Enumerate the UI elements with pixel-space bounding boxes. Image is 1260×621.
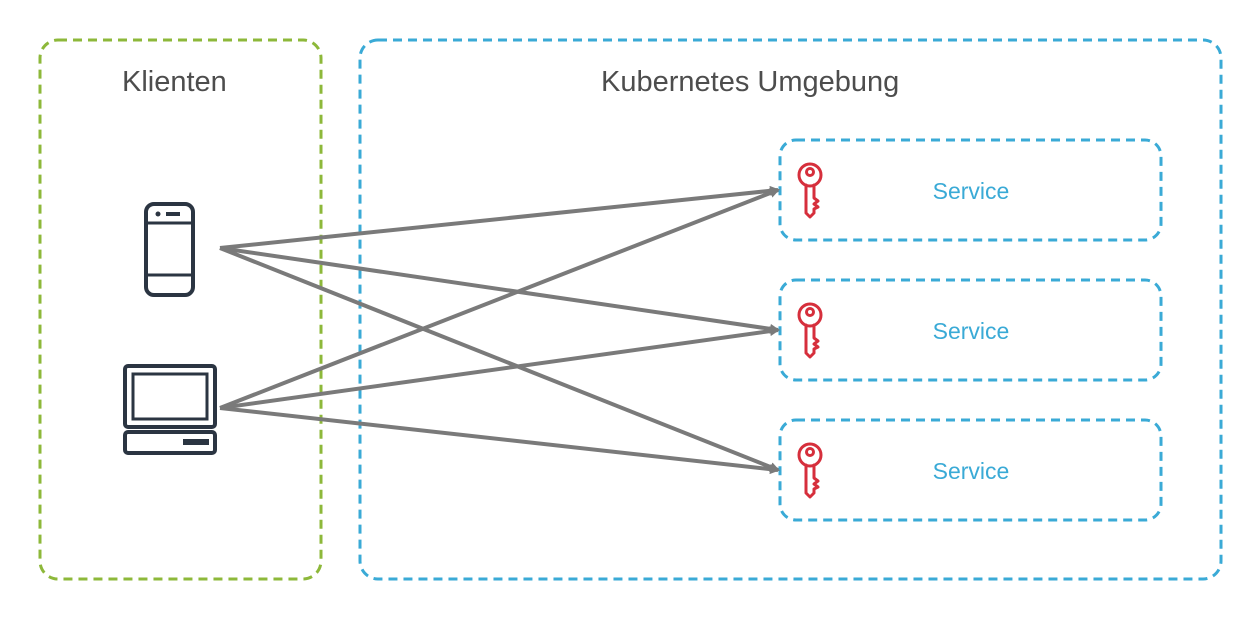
service-box-2 <box>778 278 1163 382</box>
kubernetes-environment-box <box>358 38 1223 581</box>
arrow-desktop-to-service-3 <box>219 406 780 475</box>
arrow-desktop-to-service-1 <box>219 188 780 410</box>
arrow-smartphone-to-service-1 <box>219 185 780 250</box>
arrow-smartphone-to-service-2 <box>219 246 780 334</box>
key-icon <box>797 302 823 359</box>
connection-arrows <box>219 185 780 475</box>
clients-group-box <box>38 38 323 581</box>
key-icon <box>797 442 823 499</box>
service-label-3: Service <box>932 458 1010 484</box>
service-label-2: Service <box>932 318 1010 344</box>
arrow-smartphone-to-service-3 <box>219 246 780 472</box>
service-label-1: Service <box>932 178 1010 204</box>
kubernetes-environment-title: Kubernetes Umgebung <box>601 66 900 98</box>
clients-group-title: Klienten <box>122 66 227 98</box>
desktop-computer-icon <box>123 364 217 455</box>
smartphone-icon <box>144 202 195 297</box>
key-icon <box>797 162 823 219</box>
service-box-3 <box>778 418 1163 522</box>
service-box-1 <box>778 138 1163 242</box>
arrow-desktop-to-service-2 <box>219 326 780 410</box>
